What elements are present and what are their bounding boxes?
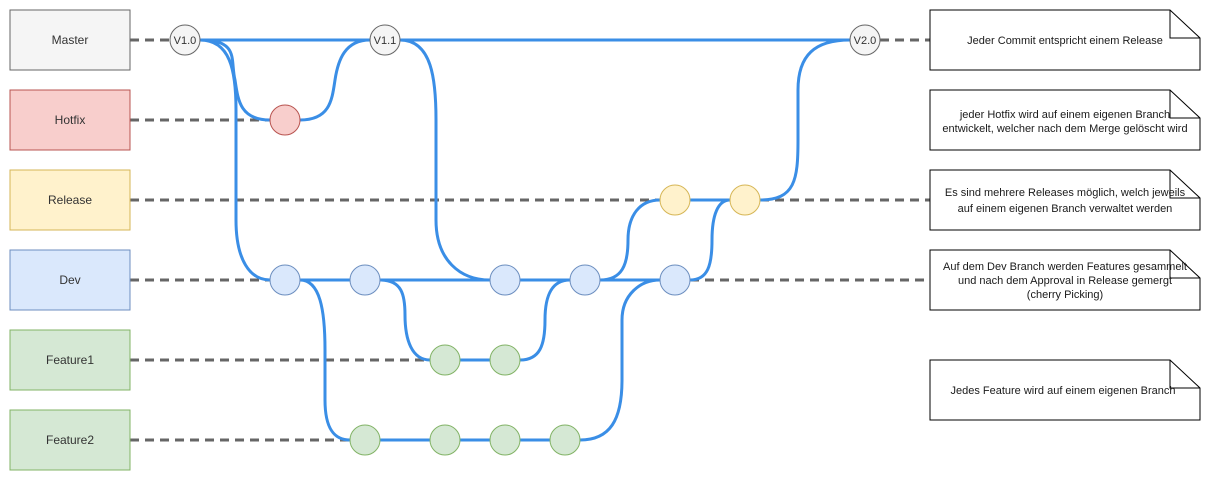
branch-label-master: Master [52,33,89,47]
commit-feature2-1 [349,424,381,456]
note-text: Es sind mehrere Releases möglich, welch … [945,187,1186,199]
commit-dev-4 [569,264,601,296]
commit-feature1-2 [489,344,521,376]
note-text: Jeder Commit entspricht einem Release [967,35,1163,47]
note-shape [929,9,1201,71]
note-text: entwickelt, welcher nach dem Merge gelös… [942,123,1187,135]
note-fold [1169,10,1200,39]
note-shape [929,89,1201,151]
commit-master-v20 [849,24,881,56]
branch-label-feature2: Feature2 [46,433,94,447]
commit-dev-5 [659,264,691,296]
branch-box-release [9,169,131,231]
note-master: Jeder Commit entspricht einem Release [929,9,1201,71]
commit-feature2-4 [549,424,581,456]
note-hotfix: jeder Hotfix wird auf einem eigenen Bran… [929,89,1201,151]
branch-label-hotfix: Hotfix [55,113,86,127]
note-fold [1169,90,1200,119]
flow-lines [199,38,851,442]
feature1-out-path [379,278,431,362]
note-text: jeder Hotfix wird auf einem eigenen Bran… [959,109,1170,121]
release-to-master-path [759,38,851,202]
note-feature: Jedes Feature wird auf einem eigenen Bra… [929,359,1201,421]
commit-hotfix [269,104,301,136]
feature2-out-path [299,278,351,442]
branch-label-feature1: Feature1 [46,353,94,367]
commit-dev-1 [269,264,301,296]
commit-tag-v11: V1.1 [374,35,397,47]
commit-master-v11 [369,24,401,56]
notes: Jeder Commit entspricht einem Release je… [929,9,1201,421]
commit-tag-v20: V2.0 [854,35,877,47]
note-shape [929,169,1201,231]
master-to-dev-path [399,38,491,282]
note-release: Es sind mehrere Releases möglich, welch … [929,169,1201,231]
dev-to-release-path [599,198,661,282]
note-text: auf einem eigenen Branch verwaltet werde… [958,203,1173,215]
commit-master-v10 [169,24,201,56]
branch-labels: Master Hotfix Release Dev Feature1 Featu… [9,9,131,471]
feature1-merge-path [519,278,571,362]
note-dev: Auf dem Dev Branch werden Features gesam… [929,249,1201,311]
note-shape [929,249,1201,311]
commit-release-1 [659,184,691,216]
branch-box-dev [9,249,131,311]
hotfix-merge-path [299,38,371,122]
branch-label-release: Release [48,193,92,207]
branch-box-hotfix [9,89,131,151]
commit-feature2-3 [489,424,521,456]
commit-feature2-2 [429,424,461,456]
note-shape [929,359,1201,421]
branch-label-dev: Dev [59,273,80,287]
commit-dev-2 [349,264,381,296]
commit-feature1-1 [429,344,461,376]
dev-to-release2-path [689,198,731,282]
commit-dev-3 [489,264,521,296]
dev-branch-path [199,38,271,282]
note-text: und nach dem Approval in Release gemergt [958,275,1172,287]
branch-box-feature2 [9,409,131,471]
note-fold [1169,170,1200,199]
lane-lines [130,38,930,442]
note-fold [1169,360,1200,389]
commit-release-2 [729,184,761,216]
note-fold [1169,250,1200,279]
feature2-merge-path [579,278,661,442]
commits: V1.0 V1.1 V2.0 [169,24,881,456]
note-text: (cherry Picking) [1027,289,1103,301]
branch-box-feature1 [9,329,131,391]
note-text: Auf dem Dev Branch werden Features gesam… [943,261,1187,273]
commit-tag-v10: V1.0 [174,35,197,47]
note-text: Jedes Feature wird auf einem eigenen Bra… [950,385,1175,397]
branch-box-master [9,9,131,71]
